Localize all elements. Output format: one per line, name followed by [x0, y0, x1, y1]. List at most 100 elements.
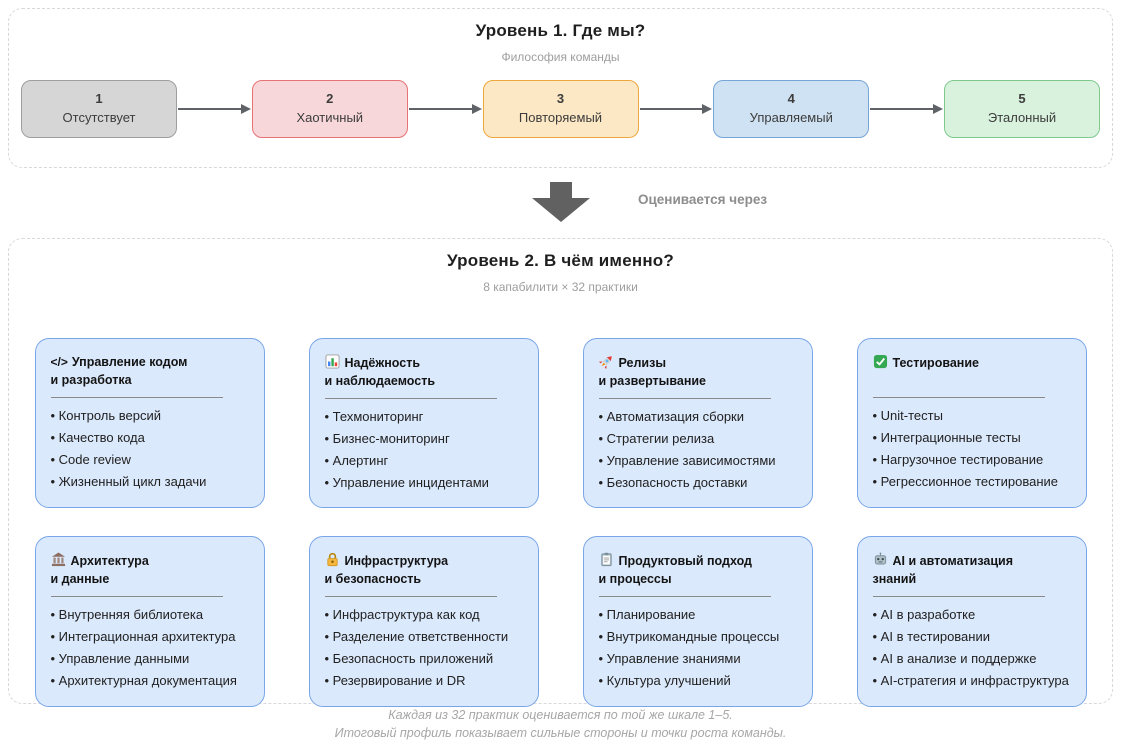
title-line: и данные [50, 571, 110, 586]
stage-number: 1 [95, 91, 103, 107]
footer-line-1: Каждая из 32 практик оценивается по той … [388, 708, 733, 722]
title-line: и безопасность [324, 571, 422, 586]
level2-title: Уровень 2. В чём именно? [447, 251, 674, 270]
title-line: Тестирование [892, 356, 980, 370]
practice-item: Бизнес-мониторинг [325, 430, 524, 449]
stage-box-3: 3 Повторяемый [482, 80, 639, 138]
capability-title: </>Управление кодом и разработка [51, 354, 250, 389]
practice-item: Управление инцидентами [325, 474, 524, 493]
divider [50, 397, 223, 398]
practice-item: Жизненный цикл задачи [51, 473, 250, 492]
practice-item: Культура улучшений [599, 672, 798, 691]
capability-title: Релизы и развертывание [598, 354, 798, 390]
practice-item: Резервирование и DR [325, 672, 524, 691]
practice-item: Code review [51, 451, 250, 470]
stage-box-2: 2 Хаотичный [251, 80, 408, 138]
practice-item: Регрессионное тестирование [873, 473, 1072, 492]
stage-box-4: 4 Управляемый [713, 80, 870, 138]
stage-label: Отсутствует [62, 110, 136, 125]
bar-chart-icon [324, 354, 340, 369]
capability-card-code: </>Управление кодом и разработка Контрол… [34, 338, 265, 509]
stage-label: Эталонный [987, 110, 1057, 125]
practice-item: Unit-тесты [873, 407, 1072, 426]
arrow-right-icon [408, 104, 482, 114]
stage-number: 5 [1018, 91, 1026, 107]
title-line: и процессы [598, 571, 672, 586]
capability-card-ai: AI и автоматизация знаний AI в разработк… [856, 536, 1087, 707]
divider [324, 596, 497, 598]
practice-item: Автоматизация сборки [599, 408, 798, 427]
stage-number: 4 [787, 91, 795, 107]
practice-item: Разделение ответственности [325, 628, 524, 647]
capability-card-infrastructure: Инфраструктура и безопасность Инфраструк… [308, 536, 539, 707]
arrow-right-icon [639, 104, 713, 114]
capability-title: AI и автоматизация знаний [873, 552, 1072, 588]
practice-item: Контроль версий [51, 407, 250, 426]
title-line: и развертывание [598, 373, 707, 388]
title-line: Надёжность [344, 356, 421, 370]
title-line: Релизы [618, 356, 667, 370]
capability-title: Архитектура и данные [51, 552, 250, 588]
stage-box-1: 1 Отсутствует [21, 80, 177, 138]
practice-item: AI в тестировании [873, 628, 1072, 647]
divider [50, 596, 223, 598]
capability-title: Надёжность и наблюдаемость [325, 354, 524, 390]
rocket-icon [598, 354, 614, 369]
title-line: и наблюдаемость [324, 373, 436, 388]
practice-item: Интеграционная архитектура [51, 628, 250, 647]
capability-card-releases: Релизы и развертывание Автоматизация сбо… [582, 338, 813, 509]
title-line: Продуктовый подход [618, 554, 753, 569]
practice-item: Управление знаниями [599, 650, 798, 669]
footer-note: Каждая из 32 практик оценивается по той … [0, 707, 1121, 742]
level2-subtitle: 8 капабилити × 32 практики [483, 280, 638, 294]
connector-section: Оценивается через [0, 168, 1121, 234]
connector-label: Оценивается через [638, 192, 768, 207]
practice-item: Безопасность доставки [599, 474, 798, 493]
level2-panel: Уровень 2. В чём именно? 8 капабилити × … [8, 238, 1113, 707]
practice-item: Инфраструктура как код [325, 606, 524, 625]
check-icon [873, 354, 888, 369]
practice-item: AI в анализе и поддержке [873, 650, 1072, 669]
divider [598, 398, 771, 399]
practice-item: Алертинг [325, 452, 524, 471]
practice-item: Управление зависимостями [599, 452, 798, 471]
practice-item: Безопасность приложений [325, 650, 524, 669]
divider [872, 596, 1045, 598]
capability-card-testing: Тестирование Unit-тесты Интеграционные т… [856, 338, 1087, 509]
practice-item: Техмониторинг [325, 408, 524, 427]
stage-label: Управляемый [749, 110, 833, 125]
lock-icon [325, 552, 340, 567]
divider [598, 596, 771, 598]
title-line: и разработка [50, 372, 132, 387]
practice-item: Внутренняя библиотека [51, 606, 250, 625]
level1-panel: Уровень 1. Где мы? Философия команды 1 О… [8, 8, 1113, 168]
stage-label: Повторяемый [518, 110, 603, 125]
capability-title: Продуктовый подход и процессы [599, 552, 798, 588]
maturity-scale: 1 Отсутствует 2 Хаотичный 3 Повторяемый … [9, 80, 1112, 138]
capability-title: Тестирование [873, 354, 1072, 389]
capability-title: Инфраструктура и безопасность [325, 552, 524, 588]
divider [324, 398, 497, 399]
practice-item: Управление данными [51, 650, 250, 669]
building-icon [51, 552, 66, 567]
title-line: знаний [872, 571, 917, 586]
title-line: Архитектура [70, 554, 149, 569]
arrow-down-icon [531, 182, 590, 227]
stage-number: 2 [326, 91, 334, 107]
practice-item: AI-стратегия и инфраструктура [873, 672, 1072, 691]
practice-item: Стратегии релиза [599, 430, 798, 449]
robot-icon [873, 552, 888, 567]
arrow-right-icon [178, 104, 251, 114]
practice-item: Нагрузочное тестирование [873, 451, 1072, 470]
stage-label: Хаотичный [296, 110, 364, 125]
capability-card-reliability: Надёжность и наблюдаемость Техмониторинг… [308, 338, 539, 509]
divider [872, 397, 1045, 398]
capability-card-architecture: Архитектура и данные Внутренняя библиоте… [34, 536, 265, 707]
level1-title: Уровень 1. Где мы? [475, 21, 646, 40]
arrow-right-icon [870, 104, 943, 114]
title-line: AI и автоматизация [892, 554, 1014, 569]
practice-item: AI в разработке [873, 606, 1072, 625]
capability-card-product: Продуктовый подход и процессы Планирован… [582, 536, 813, 707]
clipboard-icon [599, 552, 614, 567]
practice-item: Внутрикомандные процессы [599, 628, 798, 647]
